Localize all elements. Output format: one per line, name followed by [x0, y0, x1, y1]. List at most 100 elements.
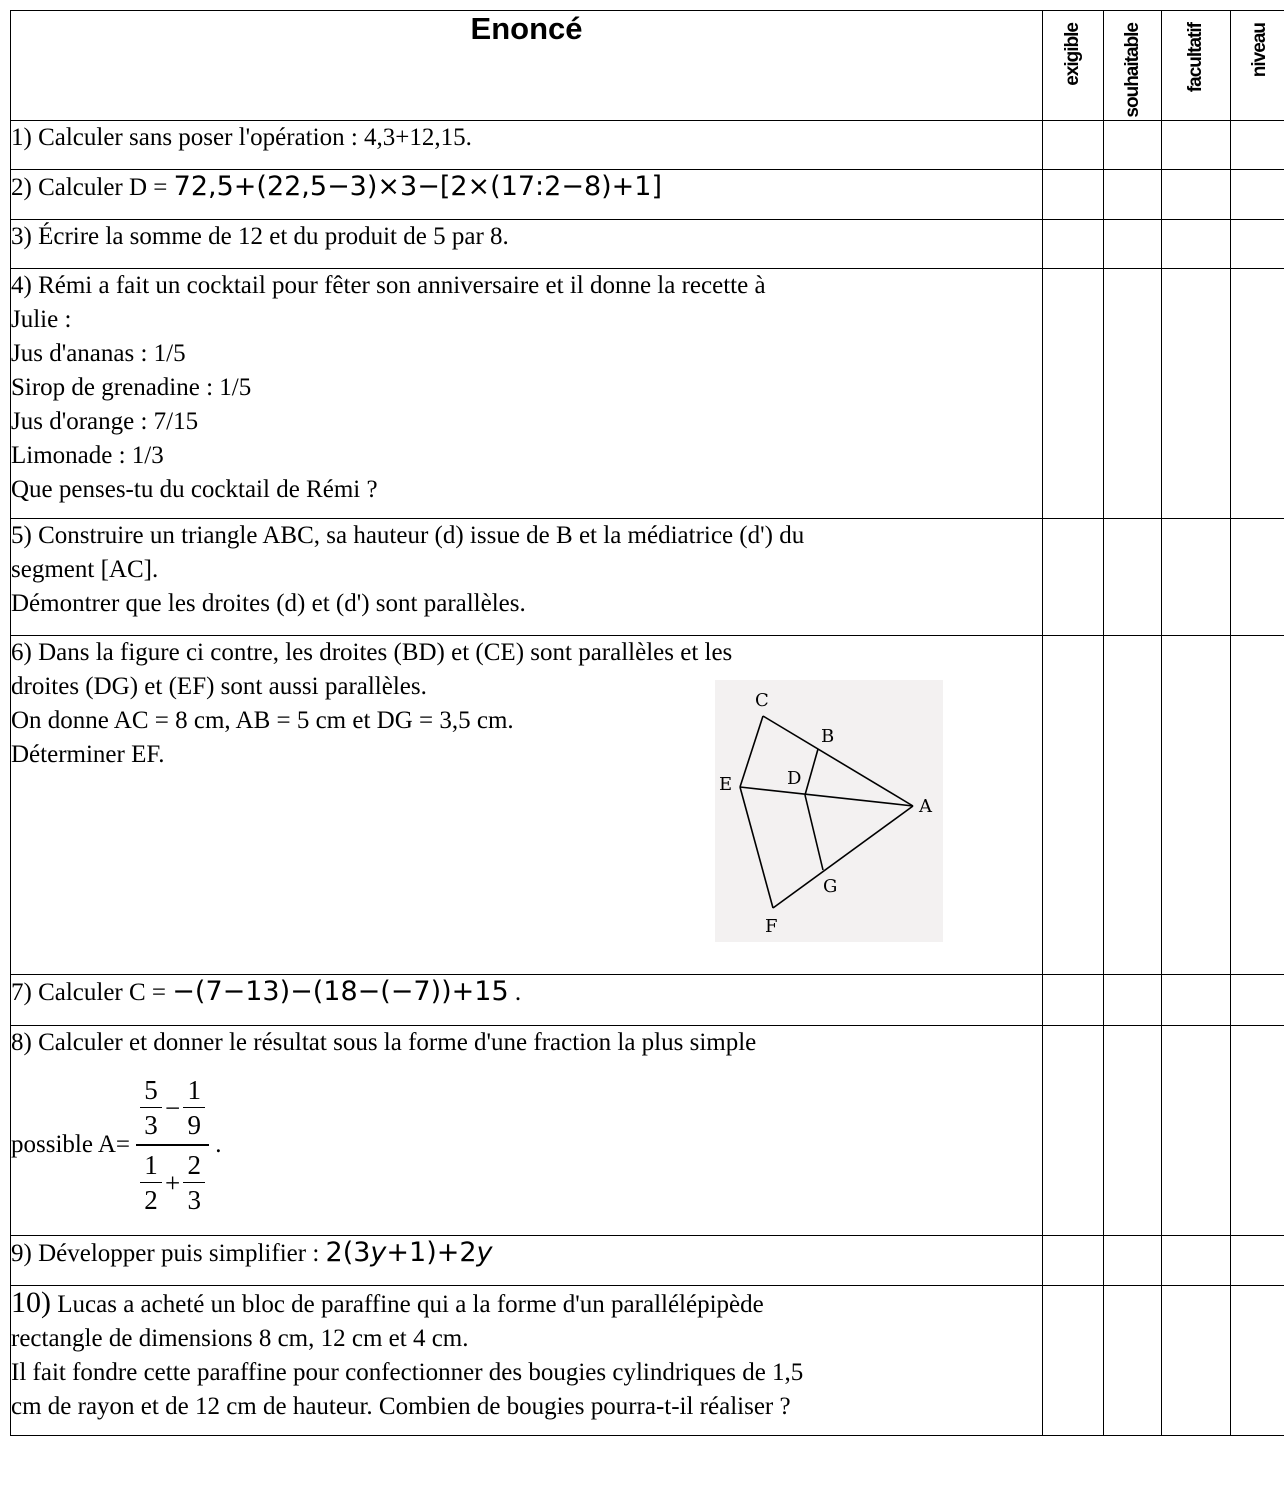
question-5: 5) Construire un triangle ABC, sa hauteu… [10, 518, 1043, 636]
enonce-header: Enoncé [10, 10, 1043, 121]
q4-line: Sirop de grenadine : 1/5 [11, 374, 252, 401]
facultatif-header: facultatif [1161, 10, 1231, 121]
label-g: G [823, 876, 837, 897]
q5-facultatif-cell[interactable] [1161, 518, 1231, 636]
digit: 1 [144, 1150, 158, 1180]
q2-exigible-cell[interactable] [1042, 169, 1104, 220]
q3-facultatif-cell[interactable] [1161, 219, 1231, 269]
q8-facultatif-cell[interactable] [1161, 1025, 1231, 1236]
question-row-5: 5) Construire un triangle ABC, sa hauteu… [10, 518, 1284, 636]
exigible-header: exigible [1042, 10, 1104, 121]
figure-background [715, 680, 943, 942]
q2-niveau-cell[interactable] [1230, 169, 1284, 220]
q6-facultatif-cell[interactable] [1161, 635, 1231, 975]
segment-dg [804, 794, 824, 871]
q7-expression: −(7−13)−(18−(−7))+15 [172, 976, 509, 1007]
q5-niveau-cell[interactable] [1230, 518, 1284, 636]
q10-line: rectangle de dimensions 8 cm, 12 cm et 4… [11, 1325, 469, 1352]
q3-souhaitable-cell[interactable] [1103, 219, 1162, 269]
q1-souhaitable-cell[interactable] [1103, 120, 1162, 170]
q7-exigible-cell[interactable] [1042, 974, 1104, 1026]
q6-souhaitable-cell[interactable] [1103, 635, 1162, 975]
digit: 2 [187, 1150, 201, 1180]
q3-exigible-cell[interactable] [1042, 219, 1104, 269]
segment-ea [739, 786, 914, 807]
q5-line: Démontrer que les droites (d) et (d') so… [11, 590, 526, 617]
question-8: 8) Calculer et donner le résultat sous l… [10, 1025, 1043, 1236]
segment-ce [739, 715, 764, 788]
niveau-label: niveau [1248, 23, 1270, 78]
q8-niveau-cell[interactable] [1230, 1025, 1284, 1236]
label-b: B [821, 726, 834, 747]
niveau-header: niveau [1230, 10, 1284, 121]
q4-line: Limonade : 1/3 [11, 442, 164, 469]
q1-exigible-cell[interactable] [1042, 120, 1104, 170]
q10-facultatif-cell[interactable] [1161, 1285, 1231, 1436]
label-e: E [719, 774, 732, 795]
q10-niveau-cell[interactable] [1230, 1285, 1284, 1436]
q4-niveau-cell[interactable] [1230, 268, 1284, 519]
q4-souhaitable-cell[interactable] [1103, 268, 1162, 519]
digit: 9 [187, 1110, 201, 1140]
question-row-9: 9) Développer puis simplifier : 2(3y+1)+… [10, 1235, 1284, 1286]
question-2: 2) Calculer D = 72,5+(22,5−3)×3−[2×(17:2… [10, 169, 1043, 220]
q9-variable: y [370, 1237, 387, 1268]
q7-souhaitable-cell[interactable] [1103, 974, 1162, 1026]
question-3: 3) Écrire la somme de 12 et du produit d… [10, 219, 1043, 269]
q8-exigible-cell[interactable] [1042, 1025, 1104, 1236]
exigible-label: exigible [1062, 23, 1083, 86]
q8-suffix: . [215, 1131, 222, 1158]
segment-bd [804, 748, 819, 796]
exercise-table: Enoncé exigible souhaitable facultatif n… [10, 10, 1284, 1436]
q10-souhaitable-cell[interactable] [1103, 1285, 1162, 1436]
q8-prefix: possible A= [11, 1131, 130, 1158]
q6-niveau-cell[interactable] [1230, 635, 1284, 975]
souhaitable-header: souhaitable [1103, 10, 1162, 121]
q9-facultatif-cell[interactable] [1161, 1235, 1231, 1286]
label-c: C [755, 690, 769, 711]
digit: 2 [144, 1185, 158, 1215]
question-row-6: 6) Dans la figure ci contre, les droites… [10, 635, 1284, 975]
question-7: 7) Calculer C = −(7−13)−(18−(−7))+15 . [10, 974, 1043, 1026]
q7-facultatif-cell[interactable] [1161, 974, 1231, 1026]
question-row-7: 7) Calculer C = −(7−13)−(18−(−7))+15 . [10, 974, 1284, 1026]
q4-exigible-cell[interactable] [1042, 268, 1104, 519]
q3-niveau-cell[interactable] [1230, 219, 1284, 269]
label-f: F [765, 916, 778, 937]
q6-line: droites (DG) et (EF) sont aussi parallèl… [11, 673, 427, 700]
main-fraction-bar [135, 1144, 210, 1146]
q1-text: 1) Calculer sans poser l'opération : 4,3… [11, 124, 472, 151]
q5-exigible-cell[interactable] [1042, 518, 1104, 636]
q7-niveau-cell[interactable] [1230, 974, 1284, 1026]
q9-niveau-cell[interactable] [1230, 1235, 1284, 1286]
q6-exigible-cell[interactable] [1042, 635, 1104, 975]
q5-souhaitable-cell[interactable] [1103, 518, 1162, 636]
question-row-3: 3) Écrire la somme de 12 et du produit d… [10, 219, 1284, 269]
q9-expression: 2(3y+1)+2y [326, 1237, 493, 1268]
q9-variable: y [476, 1237, 493, 1268]
q4-facultatif-cell[interactable] [1161, 268, 1231, 519]
q10-line: cm de rayon et de 12 cm de hauteur. Comb… [11, 1393, 791, 1420]
q9-expr-part: 2(3 [325, 1237, 371, 1268]
q10-number: 10) [11, 1286, 51, 1319]
q1-niveau-cell[interactable] [1230, 120, 1284, 170]
q5-line: segment [AC]. [11, 556, 159, 583]
q8-souhaitable-cell[interactable] [1103, 1025, 1162, 1236]
question-row-1: 1) Calculer sans poser l'opération : 4,3… [10, 120, 1284, 170]
q9-souhaitable-cell[interactable] [1103, 1235, 1162, 1286]
q4-line: Julie : [11, 306, 72, 333]
q9-exigible-cell[interactable] [1042, 1235, 1104, 1286]
digit: 1 [187, 1075, 201, 1105]
q1-facultatif-cell[interactable] [1161, 120, 1231, 170]
q10-line1: Lucas a acheté un bloc de paraffine qui … [51, 1291, 764, 1318]
q2-facultatif-cell[interactable] [1161, 169, 1231, 220]
segment-ca [762, 715, 914, 807]
q2-souhaitable-cell[interactable] [1103, 169, 1162, 220]
operator: + [164, 1167, 181, 1198]
label-a: A [918, 796, 933, 817]
q10-exigible-cell[interactable] [1042, 1285, 1104, 1436]
question-row-2: 2) Calculer D = 72,5+(22,5−3)×3−[2×(17:2… [10, 169, 1284, 220]
